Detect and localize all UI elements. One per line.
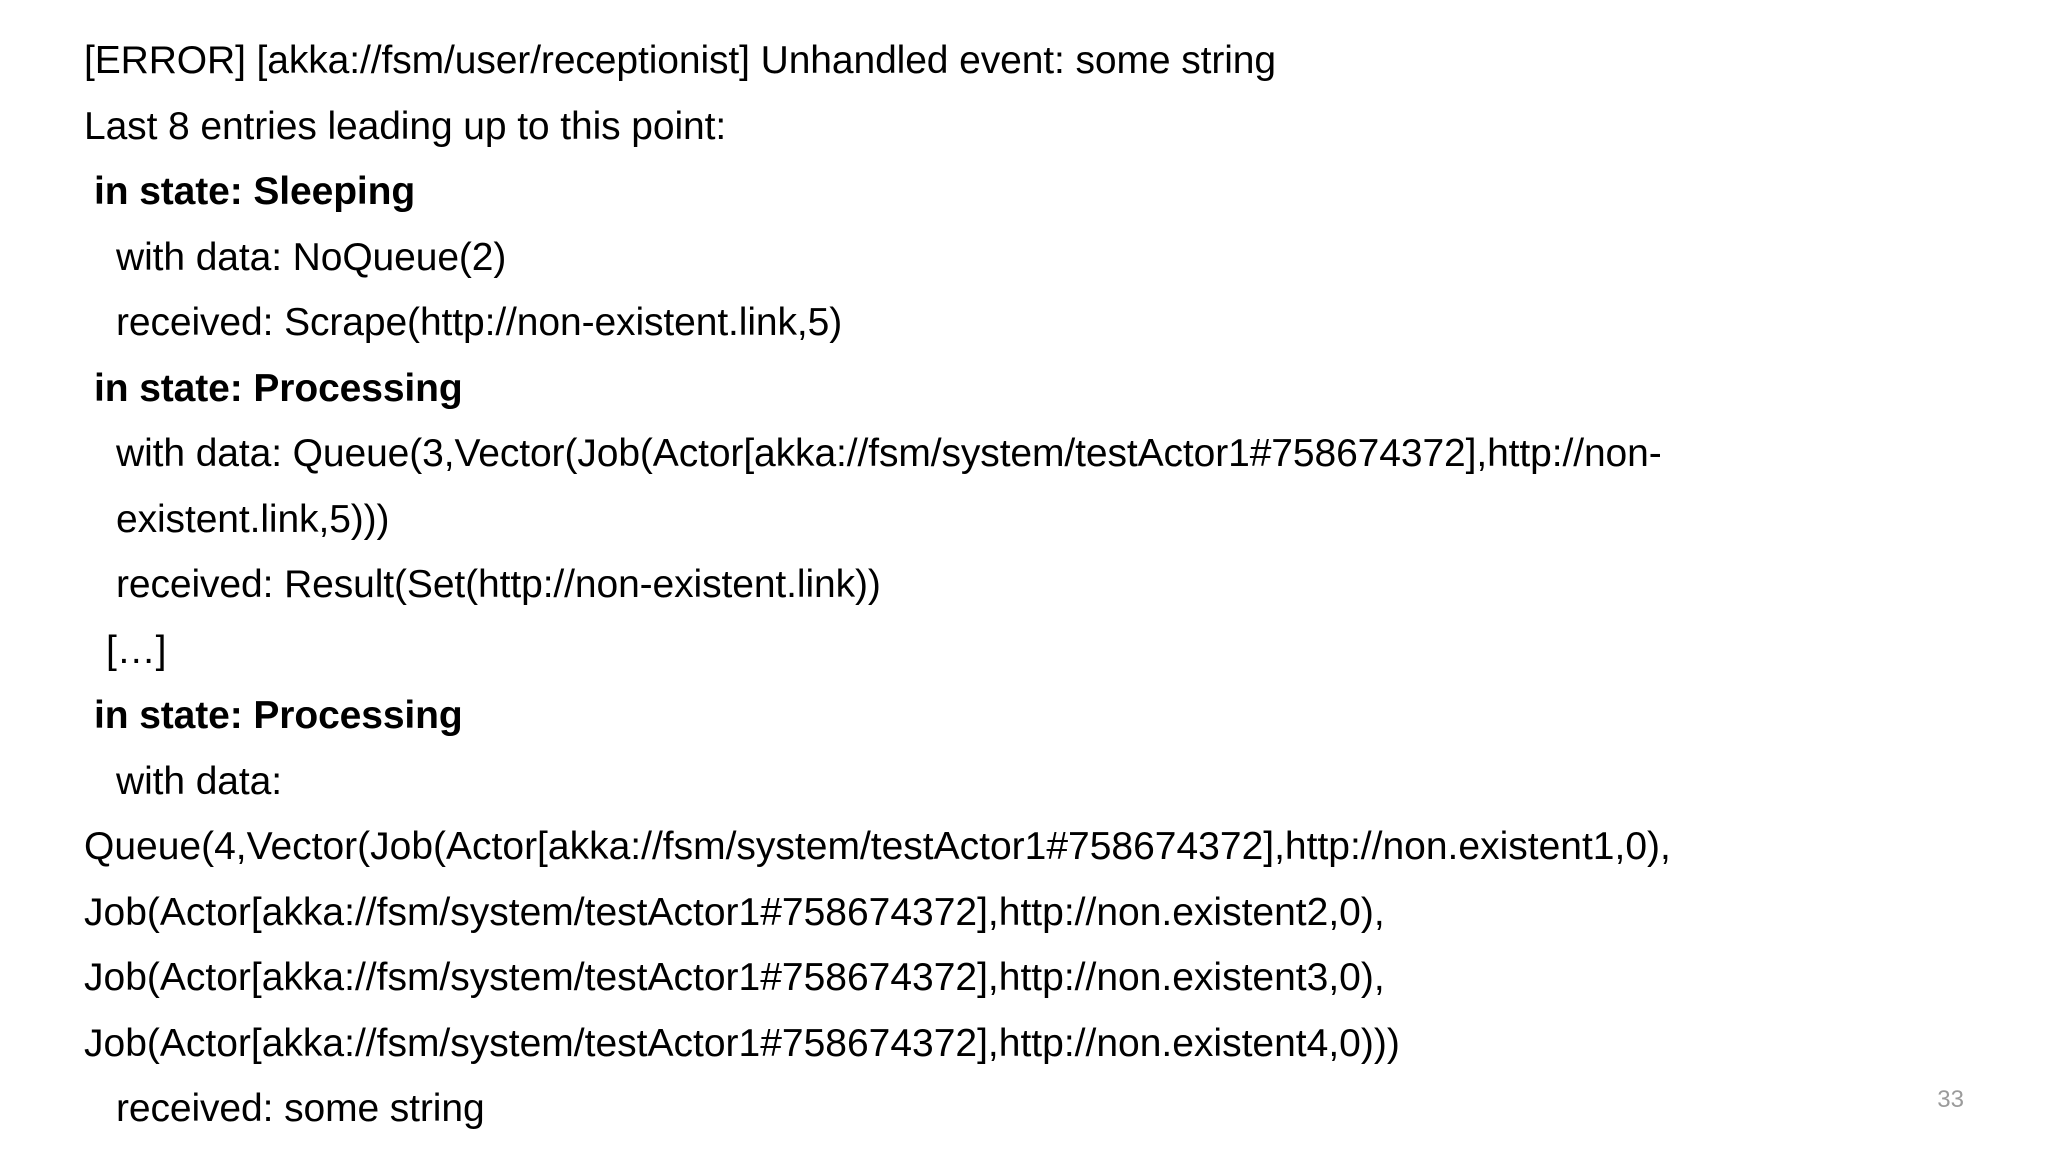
log-line-data-queue-4-label: with data: [116, 759, 282, 803]
log-line-ellipsis: […] [106, 628, 167, 672]
log-line-data-queue-3: with data: Queue(3,Vector(Job(Actor[akka… [116, 432, 1662, 541]
log-line-received-scrape: received: Scrape(http://non-existent.lin… [116, 301, 843, 344]
page-number: 33 [1937, 1086, 1964, 1113]
log-line-received-result: received: Result(Set(http://non-existent… [116, 563, 881, 606]
log-line-state-processing-2: in state: Processing [94, 694, 463, 737]
log-line-last-entries-header: Last 8 entries leading up to this point: [84, 104, 727, 148]
log-line-state-sleeping: in state: Sleeping [94, 170, 416, 213]
fsm-error-log: [ERROR] [akka://fsm/user/receptionist] U… [84, 28, 1904, 1142]
log-line-queue-4-body: Queue(4,Vector(Job(Actor[akka://fsm/syst… [84, 825, 1671, 1065]
log-line-error-header: [ERROR] [akka://fsm/user/receptionist] U… [84, 39, 1276, 82]
log-line-received-some-string: received: some string [116, 1087, 485, 1130]
log-line-state-processing-1: in state: Processing [94, 366, 463, 410]
log-line-data-noqueue: with data: NoQueue(2) [116, 235, 507, 279]
